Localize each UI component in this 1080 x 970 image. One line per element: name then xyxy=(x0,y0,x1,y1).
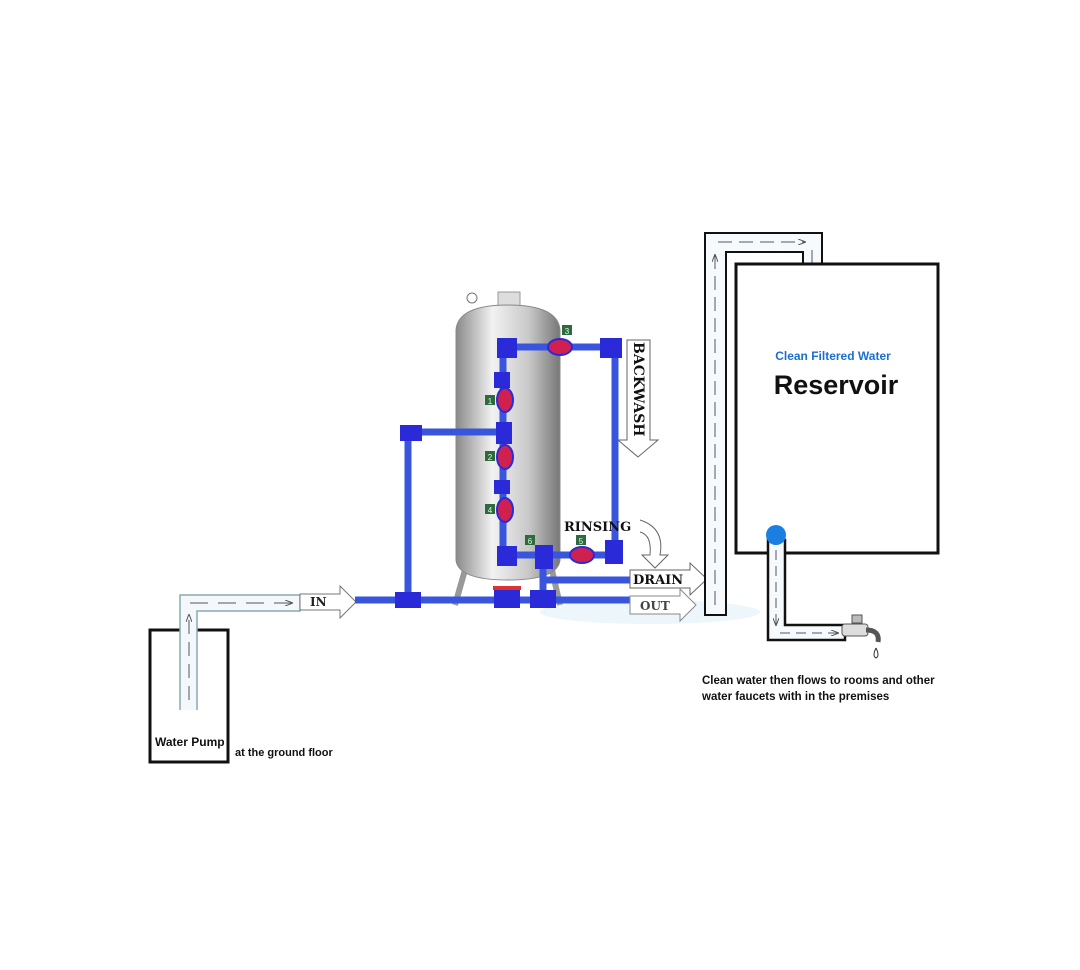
valve-1: 1 xyxy=(485,387,514,413)
outlet-ball-icon xyxy=(766,525,786,545)
rinsing-arrow: RINSING xyxy=(564,519,670,569)
svg-text:6: 6 xyxy=(528,537,533,546)
valve-6: 6 xyxy=(525,535,535,546)
in-arrow xyxy=(299,584,357,620)
outlet-pipe xyxy=(766,525,881,659)
drain-arrow: DRAIN xyxy=(629,561,708,597)
svg-text:5: 5 xyxy=(579,537,584,546)
svg-text:BACKWASH: BACKWASH xyxy=(630,342,646,437)
in-label: IN xyxy=(310,595,327,609)
reservoir-label: Reservoir xyxy=(774,370,899,400)
valve-4: 4 xyxy=(485,497,514,523)
pipe-fittings xyxy=(395,338,623,608)
flow-note-line2: water faucets with in the premises xyxy=(701,691,889,703)
water-drop-icon xyxy=(873,647,879,659)
out-arrow: OUT xyxy=(629,587,697,623)
clean-filtered-water-label: Clean Filtered Water xyxy=(775,349,891,363)
backwash-arrow: BACKWASH xyxy=(616,339,660,458)
pressure-gauge-icon xyxy=(466,292,478,304)
faucet-icon xyxy=(841,614,881,643)
handle-icon xyxy=(493,586,521,590)
water-pump-label: Water Pump xyxy=(155,735,225,749)
svg-text:1: 1 xyxy=(488,397,493,406)
svg-text:OUT: OUT xyxy=(640,599,670,613)
reservoir-tank: Clean Filtered Water Reservoir xyxy=(734,262,940,555)
svg-text:3: 3 xyxy=(565,327,570,336)
svg-text:4: 4 xyxy=(488,506,493,515)
valve-3: 3 xyxy=(547,325,573,356)
svg-text:2: 2 xyxy=(488,453,493,462)
flow-note-line1: Clean water then flows to rooms and othe… xyxy=(702,675,935,687)
svg-text:DRAIN: DRAIN xyxy=(633,573,683,588)
svg-text:RINSING: RINSING xyxy=(564,520,631,535)
valves: 3 1 2 4 5 6 xyxy=(485,325,595,564)
valve-2: 2 xyxy=(485,444,514,470)
valve-5: 5 xyxy=(569,535,595,564)
ground-floor-label: at the ground floor xyxy=(235,747,333,759)
